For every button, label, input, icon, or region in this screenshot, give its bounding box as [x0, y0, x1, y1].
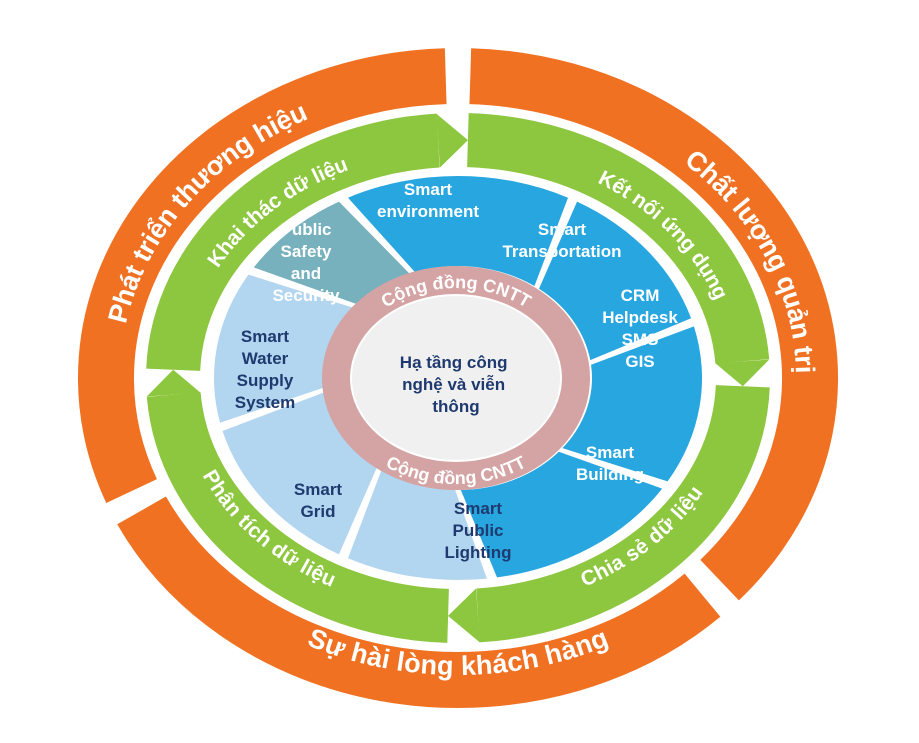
- core-circle: [352, 296, 560, 460]
- outer-ring-arc: [469, 48, 839, 601]
- core-label: Hạ tầng công nghệ và viễn thông: [400, 353, 512, 416]
- segment-crm-helpdesk-sms-gis: [562, 326, 702, 482]
- arrow-icon: [448, 588, 480, 643]
- community-ring-band: [322, 266, 590, 490]
- arrow-icon: [436, 113, 468, 168]
- arrow-icon: [146, 369, 201, 397]
- segment-smart-building: [460, 451, 663, 578]
- middle-ring-arc: [466, 113, 770, 365]
- segment-smart-transportation: [539, 201, 692, 361]
- outer-ring-arc: [117, 496, 721, 708]
- community-ring: Cộng đồng CNTT Cộng đồng CNTT Hạ tầng cô…: [322, 266, 590, 490]
- segment-public-safety-and-security: [253, 201, 410, 305]
- middle-ring-arc: [146, 391, 450, 643]
- segment-smart-grid: [222, 392, 377, 555]
- outer-ring-arc: [78, 48, 447, 503]
- middle-ring-arc: [476, 384, 770, 643]
- arrow-icon: [715, 359, 770, 387]
- segment-smart-public-lighting: [347, 469, 487, 580]
- segment-smart-environment: [347, 176, 569, 287]
- middle-ring-arc: [146, 113, 440, 372]
- segment-smart-water-supply-system: [213, 274, 354, 423]
